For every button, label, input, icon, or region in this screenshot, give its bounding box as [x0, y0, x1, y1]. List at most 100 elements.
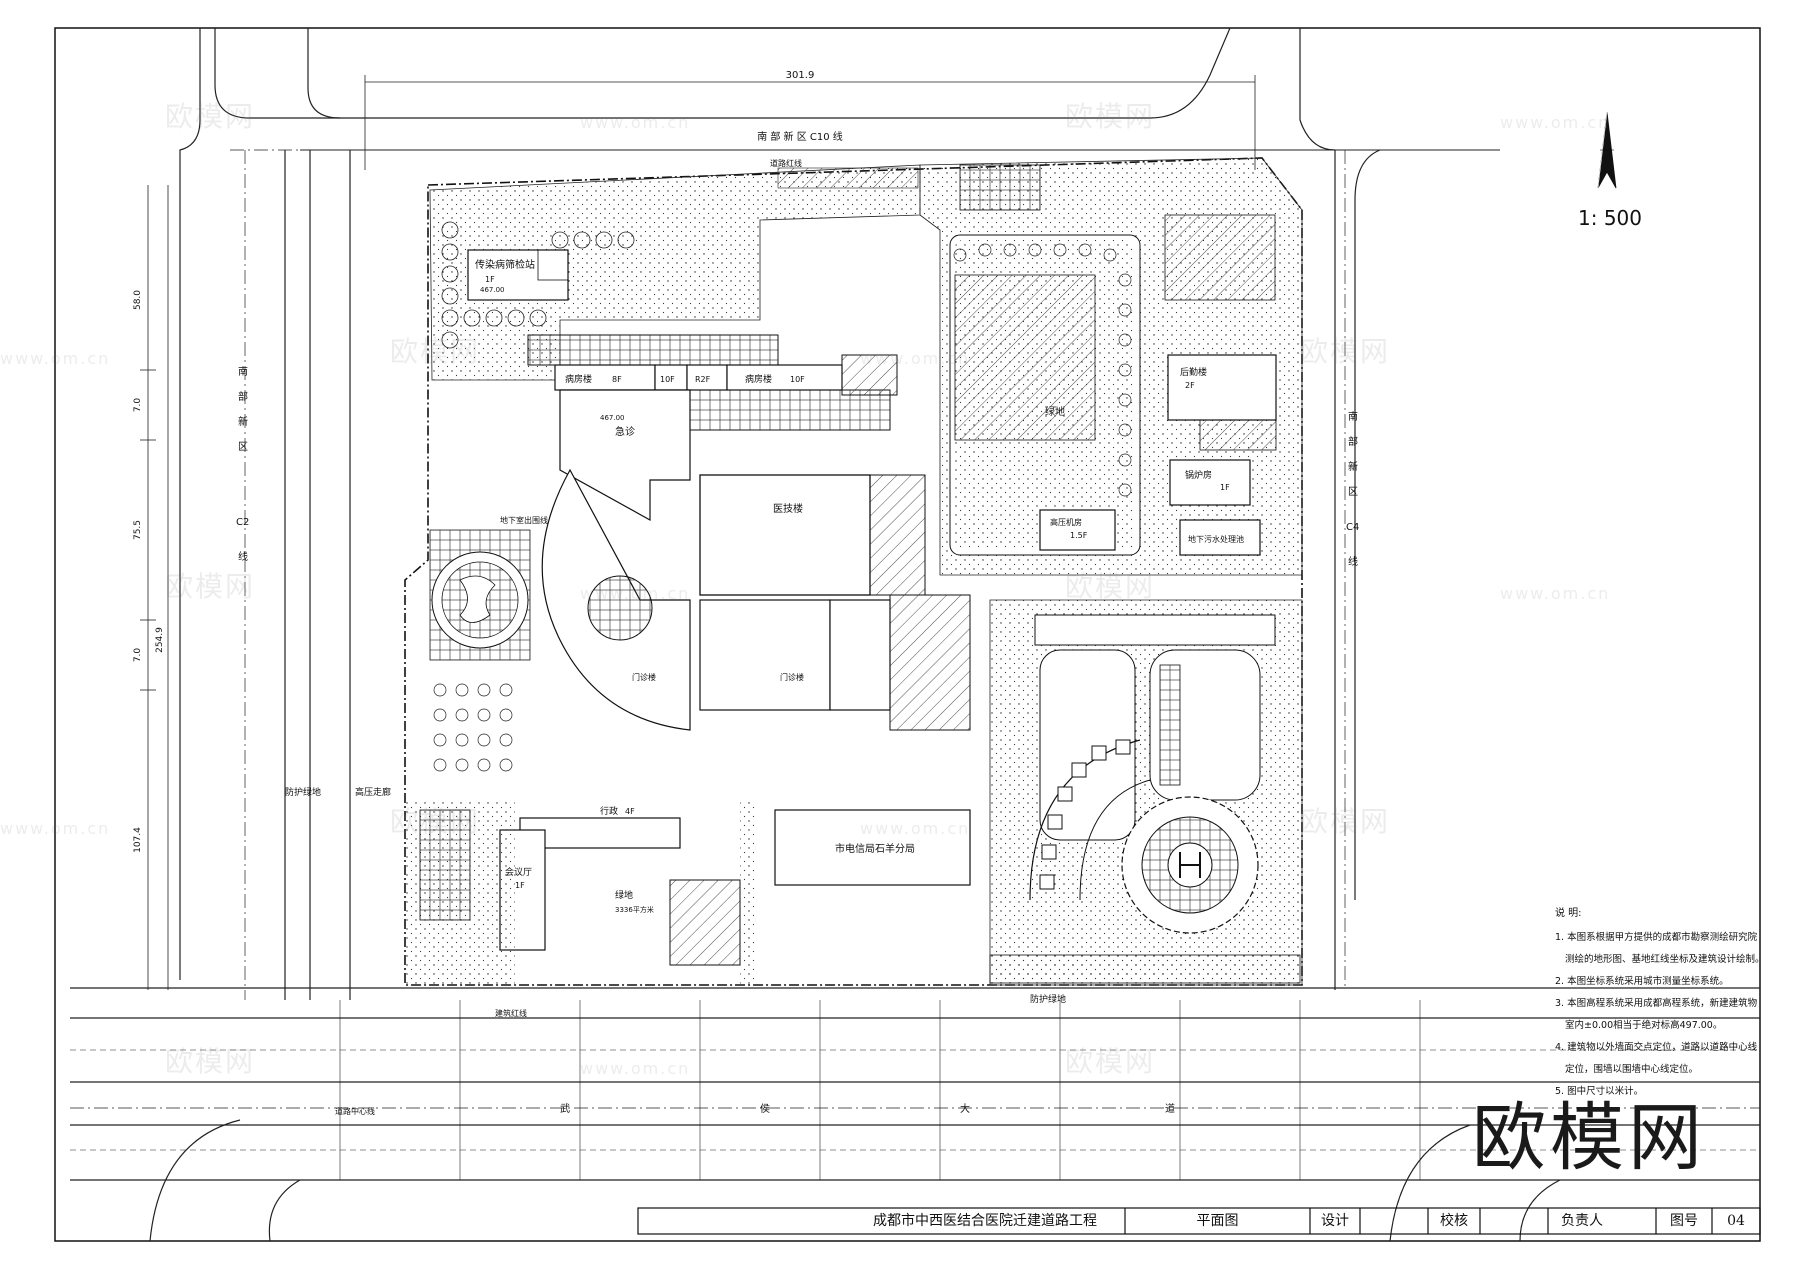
sewage-tank — [1179, 519, 1261, 556]
svg-text:线: 线 — [238, 550, 248, 563]
check-label: 校核 — [1440, 1213, 1468, 1229]
svg-text:区: 区 — [1348, 486, 1358, 498]
brand-logo: 欧模网 — [1472, 1095, 1706, 1181]
logistics-label: 后勤楼 — [1180, 366, 1207, 378]
svg-text:新: 新 — [1348, 460, 1358, 473]
boiler-floor: 1F — [1220, 483, 1230, 492]
watermark-url: www.om.cn — [1500, 113, 1611, 132]
ward-building-8f-floor: 8F — [612, 375, 622, 384]
road-east-label: 南 部 新 区 C4 线 — [1346, 410, 1359, 568]
note-line: 2. 本图坐标系统采用城市测量坐标系统。 — [1555, 976, 1729, 987]
responsible-label: 负责人 — [1561, 1213, 1603, 1229]
greenland-label: 绿地 — [615, 889, 633, 901]
dimension-lines — [140, 75, 1256, 990]
outpatient-label: 门诊楼 — [632, 672, 656, 682]
hv-room-label: 高压机房 — [1050, 517, 1082, 527]
ward-block-canopy — [527, 334, 779, 366]
tree-ring-east — [953, 243, 1132, 497]
road-north-label: 南 部 新 区 C10 线 — [757, 130, 843, 143]
r2f-label: R2F — [695, 375, 711, 384]
rotunda — [587, 575, 653, 641]
watermark: 欧模网 — [1300, 335, 1391, 368]
sewage-label: 地下污水处理池 — [1188, 534, 1244, 544]
emergency-elev: 467.00 — [600, 414, 625, 422]
note-line: 室内±0.00相当于绝对标高497.00。 — [1565, 1020, 1723, 1031]
dim-7b: 7.0 — [133, 648, 143, 663]
dim-58: 58.0 — [133, 290, 143, 310]
watermark: 欧模网 — [1065, 570, 1156, 603]
svg-text:线: 线 — [1348, 555, 1358, 568]
admin-floor: 4F — [625, 807, 635, 816]
infection-station-floor: 1F — [485, 275, 495, 284]
drawing-name: 平面图 — [1196, 1213, 1239, 1229]
green-belt-label: 防护绿地 — [285, 786, 321, 798]
watermark-url: www.om.cn — [580, 584, 691, 603]
hv-corridor-label: 高压走廊 — [355, 786, 391, 798]
drawing-number-label: 图号 — [1670, 1213, 1698, 1229]
design-label: 设计 — [1321, 1213, 1349, 1229]
watermark: 欧模网 — [1300, 805, 1391, 838]
dim-107: 107.4 — [133, 827, 143, 853]
medical-tech-label: 医技楼 — [773, 502, 803, 515]
logistics-building — [1167, 354, 1277, 421]
ward-building-10f-outline — [726, 364, 843, 391]
dim-254: 254.9 — [155, 627, 165, 653]
admin-label: 行政 — [600, 805, 618, 817]
red-line-label: 道路红线 — [770, 158, 802, 168]
watermark: 欧模网 — [165, 570, 256, 603]
dim-75: 75.5 — [133, 520, 143, 540]
ward-building-10f-floor: 10F — [790, 375, 805, 384]
svg-text:武: 武 — [560, 1102, 570, 1115]
hv-room — [1039, 509, 1116, 551]
medical-tech-building — [699, 474, 871, 596]
svg-text:部: 部 — [1348, 435, 1358, 448]
svg-text:新: 新 — [238, 415, 248, 428]
infection-station-elev: 467.00 — [480, 286, 505, 294]
ward-building-8f-label: 病房楼 — [565, 373, 592, 385]
site-boundary — [404, 157, 1303, 986]
top-dimension: 301.9 — [786, 70, 815, 81]
notes-title: 说 明: — [1555, 908, 1582, 919]
watermark: 欧模网 — [165, 100, 256, 133]
watermark-url: www.om.cn — [580, 1059, 691, 1078]
svg-text:大: 大 — [960, 1102, 970, 1115]
infection-station-outline — [467, 249, 569, 301]
svg-text:道: 道 — [1165, 1102, 1175, 1115]
note-line: 3. 本图高程系统采用成都高程系统，新建建筑物 — [1555, 998, 1758, 1009]
tree-row-west — [441, 221, 635, 349]
center-line-label: 道路中心线 — [335, 1106, 375, 1116]
ward-building-10f-label: 病房楼 — [745, 373, 772, 385]
drawing-number: 04 — [1727, 1213, 1745, 1229]
note-line: 5. 图中尺寸以米计。 — [1555, 1086, 1644, 1097]
project-title: 成都市中西医结合医院迁建道路工程 — [873, 1213, 1097, 1229]
watermark-url: www.om.cn — [860, 819, 971, 838]
road-south-label: 武 侯 大 道 — [560, 1102, 1175, 1115]
meeting-floor: 1F — [515, 881, 525, 890]
note-line: 测绘的地形图、基地红线坐标及建筑设计绘制。 — [1565, 954, 1765, 965]
svg-text:部: 部 — [238, 390, 248, 403]
svg-text:南: 南 — [1348, 410, 1358, 423]
watermark: 欧模网 — [1065, 100, 1156, 133]
underground-entry-label: 地下室出围线 — [500, 515, 548, 525]
note-line: 定位，围墙以围墙中心线定位。 — [1565, 1064, 1699, 1075]
watermark-url: www.om.cn — [860, 349, 971, 368]
north-arrow-icon — [1597, 111, 1617, 189]
logistics-floor: 2F — [1185, 381, 1195, 390]
watermark-url: www.om.cn — [580, 113, 691, 132]
tree-grid-sw — [433, 683, 513, 772]
boiler-label: 锅炉房 — [1185, 469, 1212, 481]
watermark: 欧模网 — [390, 805, 481, 838]
note-line: 4. 建筑物以外墙面交点定位，道路以道路中心线 — [1555, 1042, 1758, 1053]
telecom-label: 市电信局石羊分局 — [835, 842, 915, 855]
greenland-east-label: 绿地 — [1045, 405, 1065, 418]
drawing-notes: 说 明: 1. 本图系根据甲方提供的成都市勘察测绘研究院 测绘的地形图、基地红线… — [1555, 903, 1765, 1103]
watermark-url: www.om.cn — [1500, 584, 1611, 603]
emergency-label: 急诊 — [615, 425, 635, 438]
building-line-label: 建筑红线 — [495, 1008, 527, 1018]
greenland-area: 3336平方米 — [615, 905, 654, 914]
svg-text:C2: C2 — [236, 517, 249, 528]
watermark-url: www.om.cn — [0, 349, 111, 368]
watermark: 欧模网 — [165, 1045, 256, 1078]
road-network — [70, 27, 1760, 1242]
